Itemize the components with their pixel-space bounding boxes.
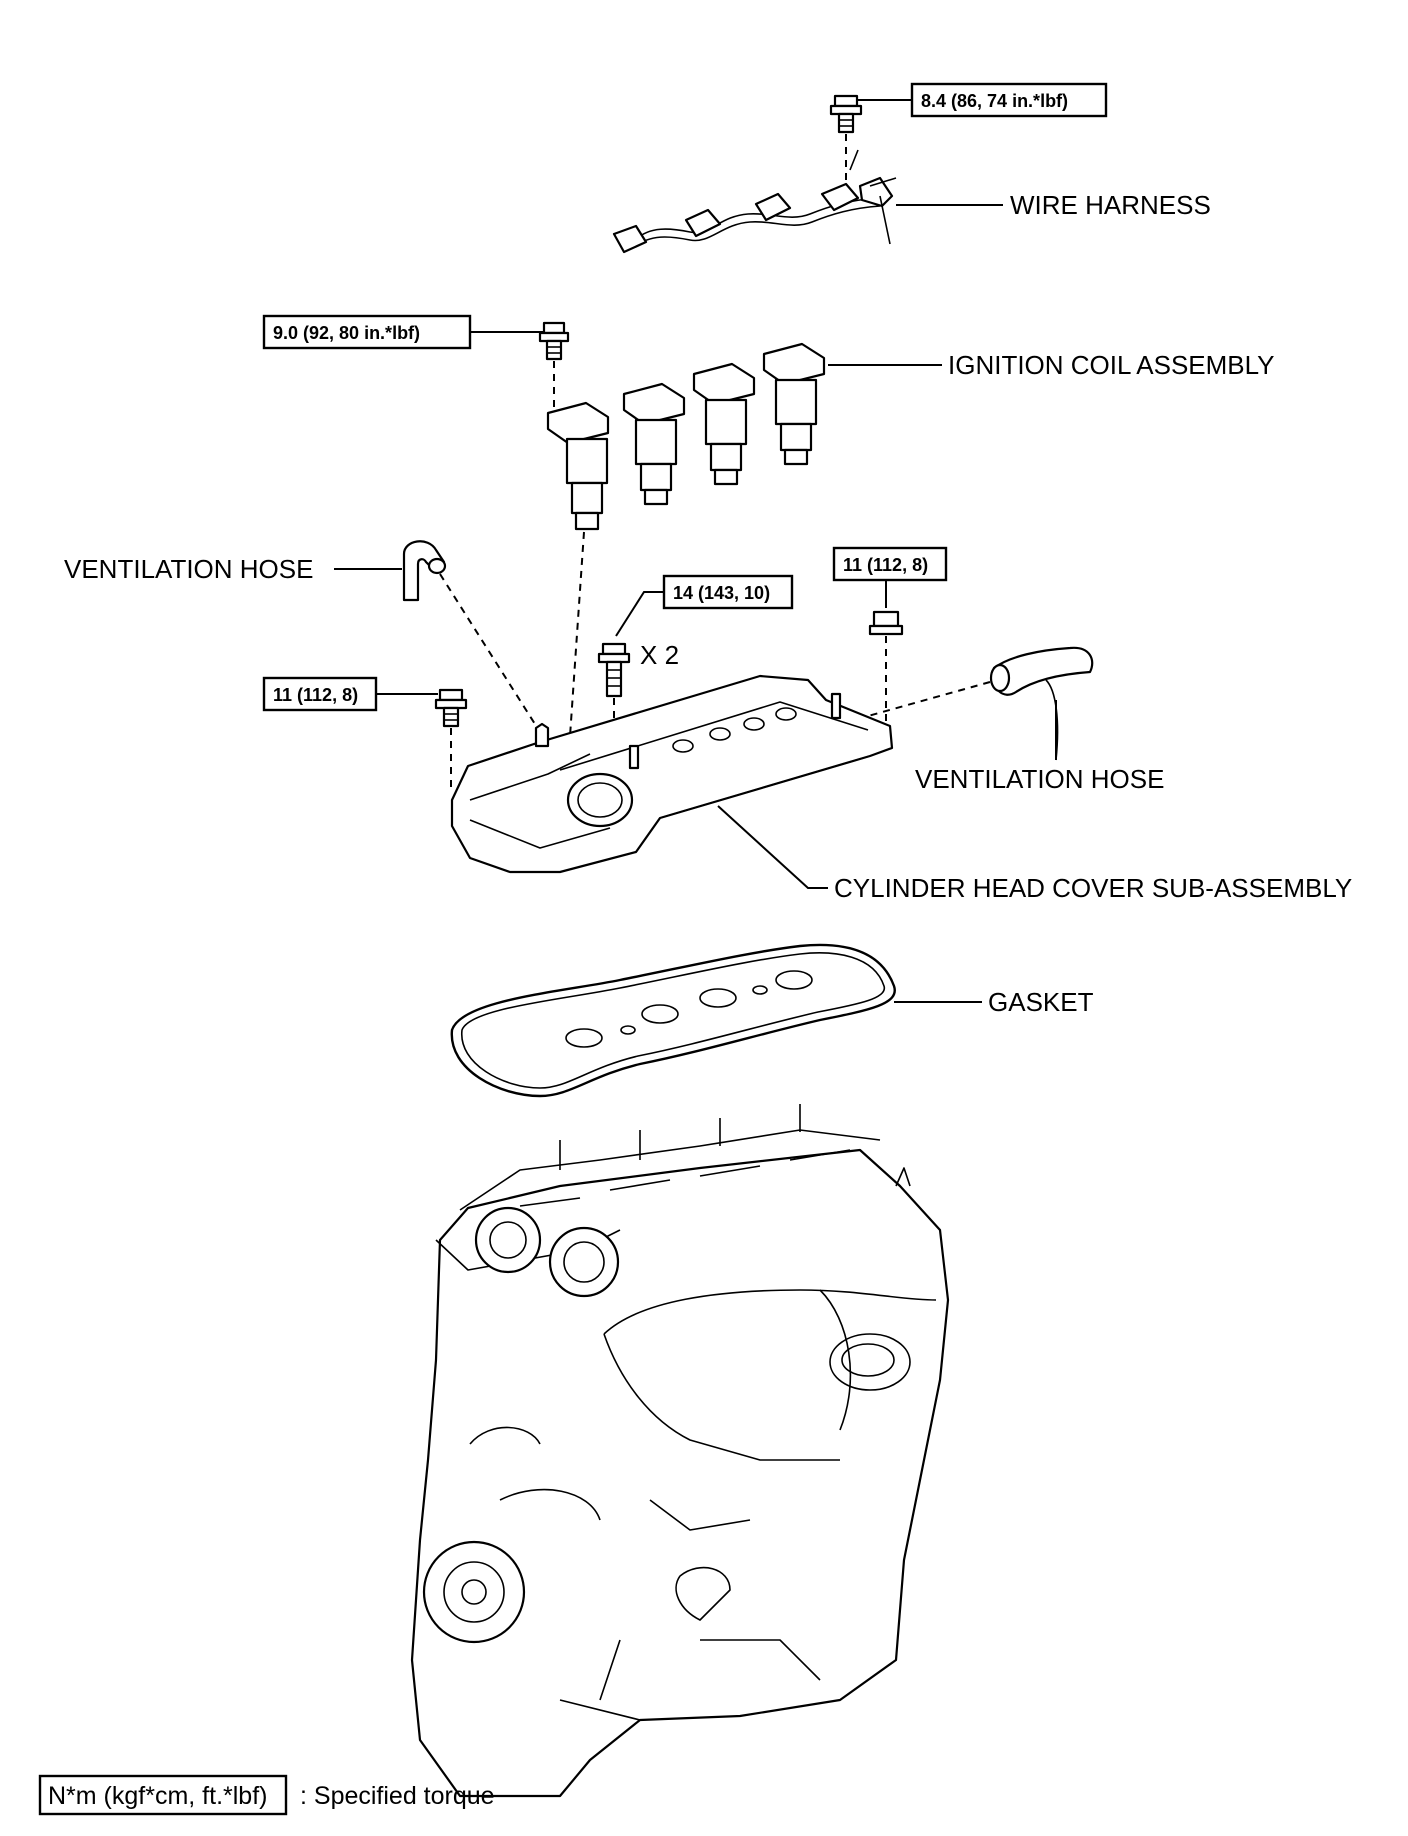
- cover-bolt-center: [597, 642, 631, 698]
- cover-bolt-left-box: 11 (112, 8): [262, 676, 378, 712]
- ignition-coil-label: IGNITION COIL ASSEMBLY: [948, 350, 1275, 380]
- cover-nut-right-torque-label: 11 (112, 8): [843, 555, 928, 575]
- cover-bolt-center-leader: [615, 591, 664, 637]
- cover-nut-right: [868, 610, 904, 636]
- ignition-coil-4: [762, 342, 826, 466]
- wire-harness-label: WIRE HARNESS: [1010, 190, 1211, 220]
- ignition-coil-torque-label: 9.0 (92, 80 in.*lbf): [273, 323, 420, 343]
- ventilation-hose-right-label: VENTILATION HOSE: [915, 764, 1164, 794]
- ventilation-hose-left: [402, 540, 447, 602]
- gasket: [450, 943, 896, 1098]
- ventilation-hose-left-path: [439, 573, 541, 733]
- ignition-coil-path: [566, 531, 585, 781]
- engine-block: [410, 1104, 950, 1798]
- legend-description: : Specified torque: [300, 1782, 495, 1810]
- cover-bolt-quantity: X 2: [640, 640, 679, 670]
- legend-unit: N*m (kgf*cm, ft.*lbf): [48, 1782, 267, 1810]
- gasket-label: GASKET: [988, 987, 1094, 1017]
- ignition-coil-1: [546, 401, 610, 531]
- ventilation-hose-right-path: [867, 681, 991, 717]
- cylinder-head-cover-leader: [717, 805, 828, 889]
- cover-bolt-center-box: 14 (143, 10): [662, 574, 794, 610]
- wire-harness-torque-label: 8.4 (86, 74 in.*lbf): [921, 91, 1068, 111]
- ignition-coil-bolt: [538, 321, 570, 361]
- legend: N*m (kgf*cm, ft.*lbf) : Specified torque: [38, 1774, 495, 1816]
- wire-harness: [612, 149, 897, 254]
- cylinder-head-cover-label: CYLINDER HEAD COVER SUB-ASSEMBLY: [834, 873, 1352, 903]
- ventilation-hose-right: [989, 646, 1094, 761]
- ignition-coil-box: 9.0 (92, 80 in.*lbf): [262, 314, 472, 350]
- ventilation-hose-left-label: VENTILATION HOSE: [64, 554, 313, 584]
- cylinder-head-cover: [450, 674, 894, 874]
- cover-nut-right-box: 11 (112, 8): [832, 546, 948, 582]
- cover-bolt-center-torque-label: 14 (143, 10): [673, 583, 770, 603]
- ignition-coil-2: [622, 382, 686, 506]
- cover-bolt-left: [434, 688, 468, 728]
- cover-bolt-left-torque-label: 11 (112, 8): [273, 685, 358, 705]
- wire-harness-box: 8.4 (86, 74 in.*lbf): [910, 82, 1108, 118]
- ignition-coil-3: [692, 362, 756, 486]
- wire-harness-bolt: [829, 94, 863, 134]
